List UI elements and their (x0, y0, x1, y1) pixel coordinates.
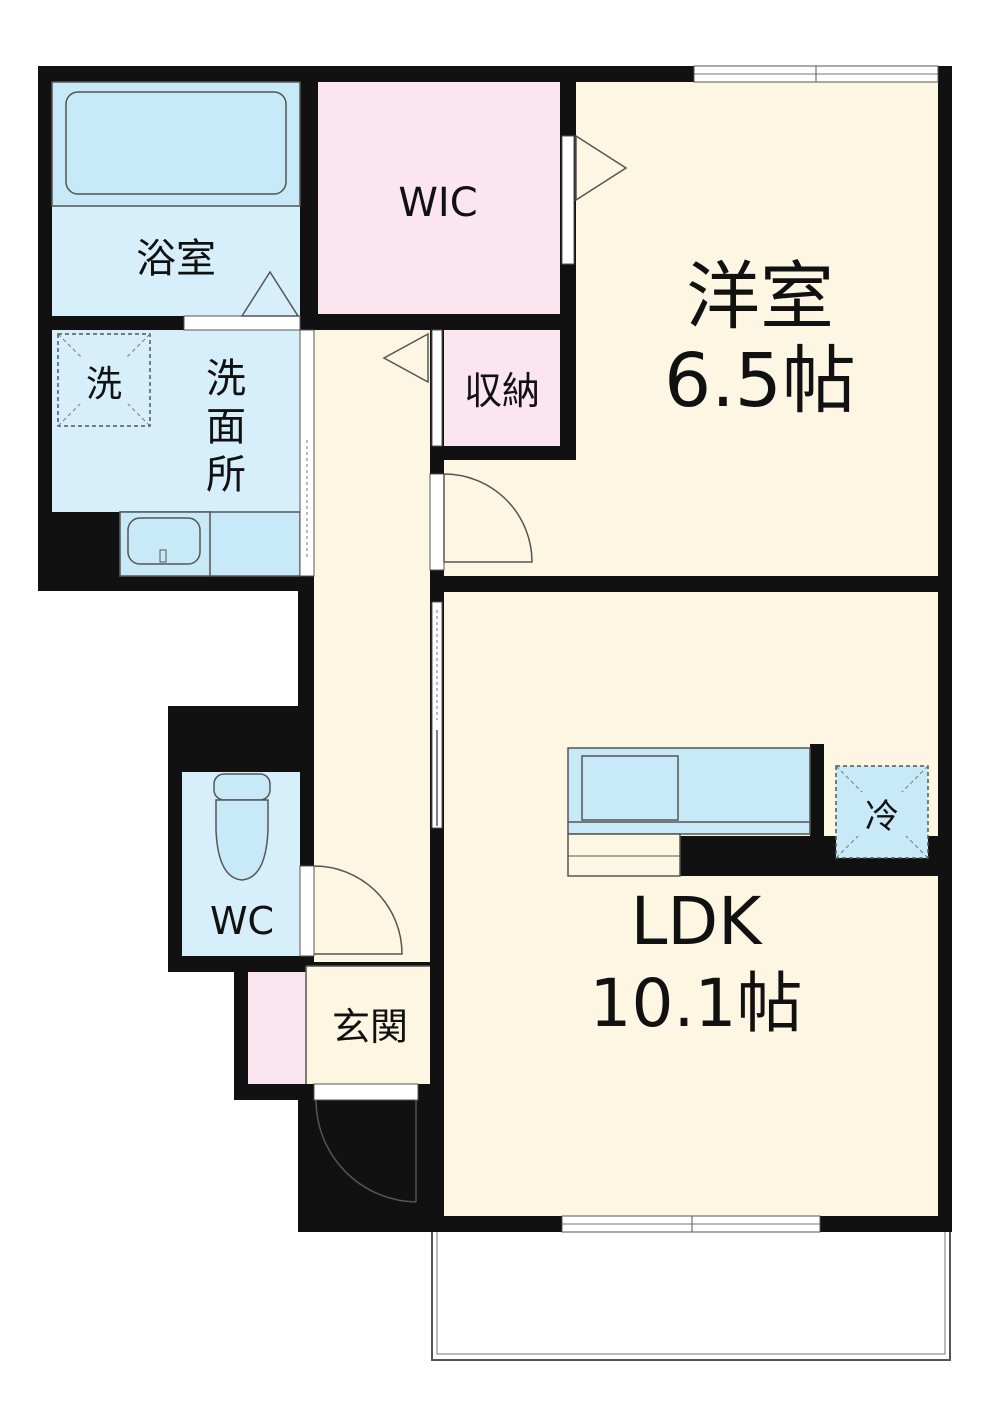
fridge-label: 冷 (865, 797, 899, 837)
front-door-gap (313, 1083, 419, 1101)
wic-floor (318, 82, 560, 314)
western-room-floor (576, 82, 938, 576)
wc-label: WC (210, 899, 274, 943)
western-door-gap (429, 473, 445, 571)
storage-label: 収納 (464, 369, 540, 413)
ldk-size: 10.1帖 (590, 965, 803, 1042)
wall-bath-right (300, 82, 318, 330)
wc-tank (213, 773, 271, 801)
wall-wic-bottom (300, 314, 576, 330)
washer-label: 洗 (86, 364, 122, 405)
fridge-label-bg (856, 792, 908, 836)
entrance-label: 玄関 (332, 1005, 408, 1049)
washroom-label-3: 所 (206, 452, 246, 498)
washer-label-bg (78, 358, 130, 404)
western-door-swing (443, 473, 533, 563)
wic-label: WIC (398, 180, 477, 226)
bath-label: 浴室 (136, 236, 216, 282)
hall-floor (314, 330, 430, 962)
fridge-wall (810, 744, 824, 866)
western-room-label: 洋室 (686, 254, 834, 340)
bath-door-gap (183, 315, 301, 331)
washroom-label-1: 洗 (206, 356, 246, 402)
washroom-wall-nook (52, 512, 120, 576)
bath-door-triangle (240, 270, 300, 317)
shoe-cabinet (248, 972, 306, 1084)
toilet-bowl (215, 799, 269, 881)
storage-floor (444, 330, 560, 446)
storage-door-triangle (382, 332, 429, 384)
vanity-faucet (159, 549, 167, 563)
bathtub-inner (65, 91, 287, 195)
western-room-size: 6.5帖 (664, 338, 856, 424)
wc-door-swing (313, 865, 403, 955)
wall-western-ldk (430, 576, 938, 592)
wic-door (561, 135, 575, 265)
western-room-floor-2 (442, 460, 578, 576)
wic-door-triangle (575, 134, 628, 202)
wall-storage-bottom (430, 446, 576, 460)
ldk-label: LDK (631, 883, 764, 960)
wc-door-gap (299, 865, 315, 957)
washroom-label-2: 面 (206, 404, 246, 450)
kitchen-sink (581, 755, 679, 821)
kitchen-step (567, 833, 681, 877)
entrance-floor (306, 966, 430, 1084)
front-door-swing (315, 1099, 417, 1203)
storage-door (431, 329, 443, 447)
ldk-floor (444, 592, 938, 1216)
balcony (431, 1225, 951, 1361)
vanity-bowl (127, 517, 201, 565)
